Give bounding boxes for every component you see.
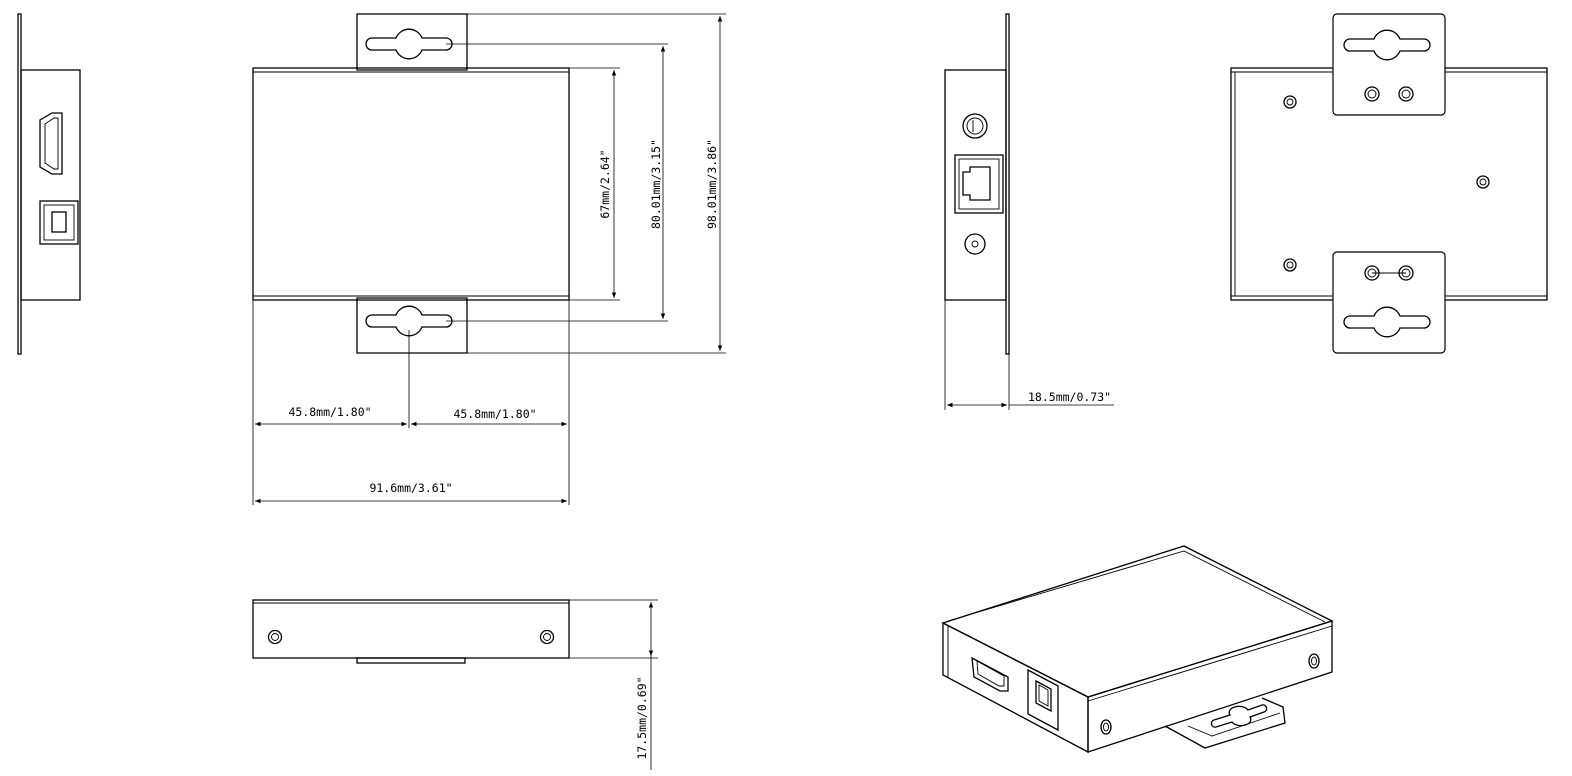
- screw-icon: [1398, 86, 1414, 102]
- keyhole-slot-icon: [365, 305, 453, 337]
- screw-icon: [1283, 95, 1297, 109]
- rj45-port-icon: [954, 154, 1004, 214]
- screw-icon: [1100, 719, 1112, 735]
- bottom-bracket: [1332, 251, 1446, 354]
- total-width-label: 91.6mm/3.61": [369, 481, 452, 495]
- screw-icon: [1364, 86, 1380, 102]
- keyhole-slot-icon: [1210, 704, 1268, 728]
- half-width-right-label: 45.8mm/1.80": [453, 407, 536, 421]
- body-height-label: 67mm/2.64": [598, 149, 612, 218]
- top-bracket: [1332, 13, 1446, 116]
- isometric-view: [941, 545, 1334, 754]
- audio-jack-icon: [962, 113, 988, 139]
- screw-icon: [1283, 258, 1297, 272]
- hdmi-port-icon: [971, 656, 1009, 692]
- screw-icon: [267, 629, 283, 645]
- screw-icon: [539, 629, 555, 645]
- enclosure-body: [252, 67, 570, 301]
- enclosure-side: [20, 69, 81, 301]
- iso-bracket: [1164, 697, 1286, 749]
- usb-b-port-icon: [39, 200, 79, 245]
- usb-b-port-icon: [1027, 668, 1059, 732]
- thickness-label: 17.5mm/0.69": [635, 676, 649, 759]
- rear-view: [1230, 13, 1548, 354]
- top-bracket: [356, 13, 468, 71]
- keyhole-slot-icon: [1343, 306, 1431, 338]
- right-side-view: 18.5mm/0.73": [944, 13, 1114, 410]
- keyhole-slot-icon: [1343, 29, 1431, 61]
- hole-spacing-label: 80.01mm/3.15": [649, 139, 663, 229]
- bracket-height-label: 98.01mm/3.86": [705, 139, 719, 229]
- hdmi-port-icon: [39, 112, 63, 175]
- enclosure-side: [944, 69, 1007, 301]
- edge-view: 17.5mm/0.69": [252, 599, 658, 770]
- front-view: 67mm/2.64" 80.01mm/3.15" 98.01mm/3.86" 4…: [252, 13, 726, 505]
- screw-icon: [1308, 653, 1320, 669]
- left-side-view: [17, 13, 81, 355]
- enclosure-edge: [252, 599, 570, 659]
- iso-right-face: [1087, 620, 1333, 753]
- bracket-edge: [356, 657, 466, 664]
- keyhole-slot-icon: [365, 28, 453, 60]
- screw-icon: [1476, 175, 1490, 189]
- iso-front-face: [942, 621, 1089, 754]
- dc-power-jack-icon: [964, 233, 986, 255]
- half-width-left-label: 45.8mm/1.80": [288, 405, 371, 419]
- depth-label: 18.5mm/0.73": [1028, 390, 1111, 404]
